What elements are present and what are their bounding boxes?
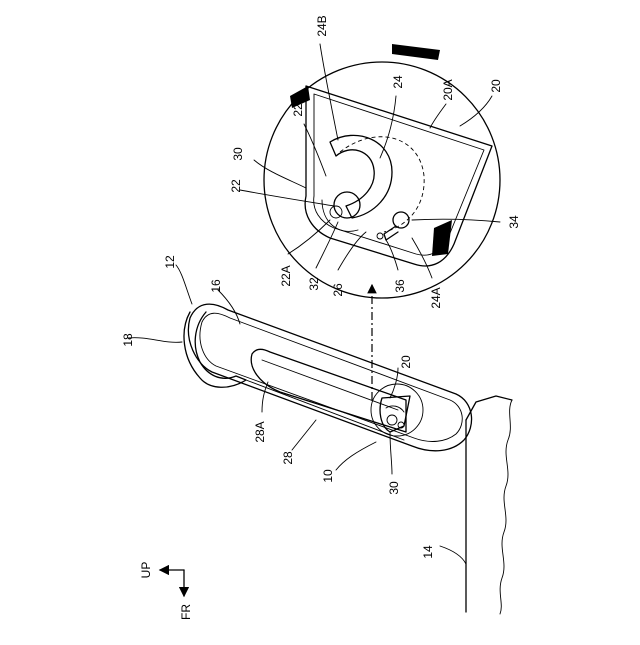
label-24: 24	[391, 75, 405, 89]
label-12: 12	[163, 255, 177, 269]
label-30-main: 30	[387, 481, 401, 495]
pin-34	[393, 212, 409, 228]
label-14: 14	[421, 545, 435, 559]
magnified-detail	[264, 44, 500, 298]
label-28A: 28A	[253, 421, 267, 442]
label-22B: 22B	[291, 95, 305, 116]
door-handle-assembly	[184, 304, 472, 451]
body-panel-14	[466, 396, 512, 614]
label-34: 34	[507, 215, 521, 229]
label-20A: 20A	[441, 79, 455, 100]
cam-plate-24	[330, 135, 392, 218]
label-26: 26	[331, 283, 345, 297]
orientation-fr-label: FR	[179, 604, 193, 620]
label-30-detail: 30	[231, 147, 245, 161]
orientation-up-label: UP	[139, 562, 153, 579]
label-28: 28	[281, 451, 295, 465]
reference-labels: 12 16 18 10 20 28 28A 30 14 24B 24 20A 2…	[121, 15, 521, 558]
label-24A: 24A	[429, 287, 443, 308]
label-32: 32	[307, 277, 321, 291]
label-10: 10	[321, 469, 335, 483]
label-20-detail: 20	[489, 79, 503, 93]
label-24B: 24B	[315, 15, 329, 36]
label-18: 18	[121, 333, 135, 347]
label-22: 22	[229, 179, 243, 193]
label-36: 36	[393, 279, 407, 293]
label-20-main: 20	[399, 355, 413, 369]
grip-18	[184, 312, 246, 387]
bracket-20	[305, 86, 492, 266]
orientation-indicator: UP FR	[139, 562, 193, 620]
label-16: 16	[209, 279, 223, 293]
label-22A: 22A	[279, 265, 293, 286]
